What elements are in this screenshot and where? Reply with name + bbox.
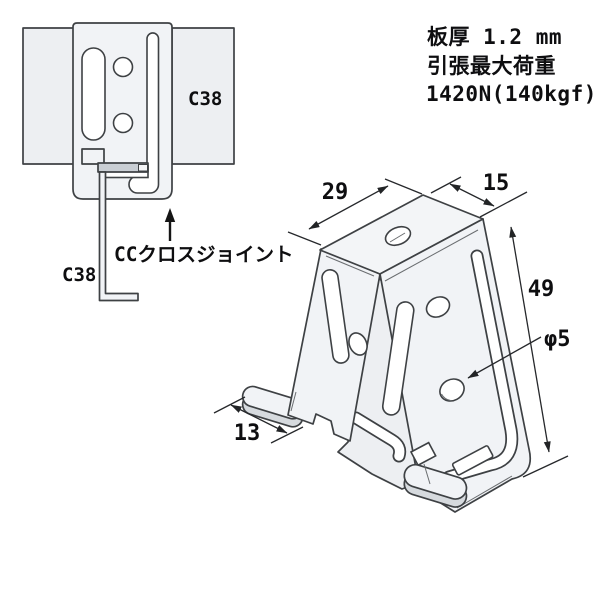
isometric-3d-view: 29 15 49 φ5 13 — [213, 171, 571, 513]
dim13-label: 13 — [234, 421, 261, 446]
spec-thickness: 板厚 1.2 mm — [427, 25, 562, 49]
dim49-label: 49 — [528, 277, 555, 302]
front-hole-upper — [425, 296, 451, 318]
c38-label-right: C38 — [188, 88, 222, 110]
channel-vertical — [98, 171, 139, 302]
front-hole-lower — [439, 378, 465, 402]
joint-pointer-arrow-head — [164, 208, 176, 222]
dim49-line — [509, 226, 551, 453]
fold-thickness-line-left — [325, 255, 375, 277]
installed-2d-view: C38 C38 CCクロスジョイント — [22, 22, 293, 302]
dim15-line — [449, 183, 495, 207]
dim15-ext-left — [430, 176, 462, 194]
dim13-ext-right — [270, 426, 304, 444]
left-leg-hole — [348, 332, 368, 356]
left-leg-slot — [321, 269, 350, 364]
dim15-label: 15 — [483, 171, 510, 196]
spec-load-title: 引張最大荷重 — [427, 54, 556, 78]
front-foot-fold-line — [423, 463, 431, 485]
dia5-label: φ5 — [544, 327, 571, 352]
plate-hole-lower-2d — [112, 112, 134, 134]
front-bottom-thickness-line — [456, 475, 513, 509]
spec-load-value: 1420N(140kgf) — [426, 82, 597, 106]
dim15-ext-right — [479, 191, 528, 218]
plate-slot-2d — [81, 47, 106, 141]
front-hole-lower-thickness — [441, 393, 451, 401]
left-foot-fold-line — [290, 391, 297, 412]
dim29-line — [308, 185, 389, 230]
plate-notch-2d — [81, 148, 105, 165]
plate-j-slot-2d — [128, 32, 160, 194]
c38-label-bottom: C38 — [62, 264, 96, 286]
plate-hole-upper-2d — [112, 56, 134, 78]
dia5-leader — [467, 336, 542, 379]
front-foot-tab — [403, 463, 468, 500]
front-bottom-slot — [451, 445, 494, 476]
top-hole-seam — [389, 232, 406, 243]
dim13-ext-left — [213, 396, 246, 414]
dim29-ext-right — [384, 178, 423, 195]
dim29-ext-left — [287, 231, 322, 246]
dim49-ext-bottom — [522, 455, 569, 478]
dimension-lines: 29 15 49 φ5 13 — [213, 171, 571, 478]
front-top-thickness-line — [384, 229, 479, 282]
front-slot — [381, 301, 415, 416]
channel-horizontal-left — [22, 27, 78, 165]
hook-bar-end — [138, 164, 148, 172]
dim29-label: 29 — [322, 180, 349, 205]
channel-horizontal-right — [171, 27, 235, 165]
dim13-line — [230, 404, 288, 434]
far-flap-hook-slot — [351, 413, 405, 461]
spec-text-block: 板厚 1.2 mm 引張最大荷重 1420N(140kgf) — [426, 25, 597, 106]
joint-label: CCクロスジョイント — [114, 243, 293, 266]
front-bottom-square-cutout — [409, 441, 437, 467]
